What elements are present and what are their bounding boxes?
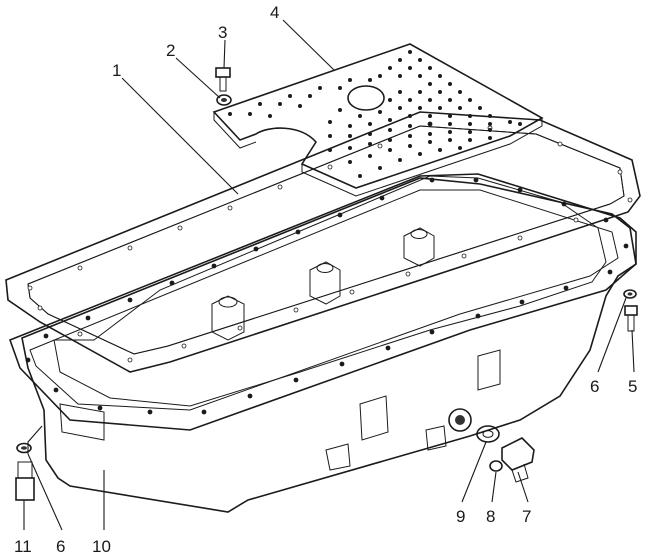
callout-7: 7 — [522, 507, 531, 526]
internal-bosses — [211, 227, 435, 341]
leader-lines — [23, 19, 635, 531]
baffle-plate — [212, 43, 544, 197]
drain-plug-7 — [501, 437, 535, 483]
washer-6-right — [623, 289, 637, 299]
callout-6-right: 6 — [590, 377, 599, 396]
drain-boss — [448, 408, 472, 432]
washer-2 — [216, 94, 232, 106]
callout-8: 8 — [486, 507, 495, 526]
bolt-11 — [15, 461, 35, 501]
callout-10: 10 — [92, 537, 111, 556]
gasket-outer — [5, 111, 641, 373]
baffle-plate-perforations — [228, 50, 522, 178]
oil-pan-body — [21, 177, 637, 513]
callout-11: 11 — [14, 537, 32, 556]
callout-1: 1 — [112, 61, 121, 80]
callout-6-left: 6 — [56, 537, 65, 556]
callout-9: 9 — [456, 507, 465, 526]
baffle-plate-body — [212, 43, 544, 189]
callout-5: 5 — [628, 377, 637, 396]
oil-pan-gasket — [5, 111, 641, 373]
bolt-3 — [215, 67, 231, 92]
washer-6-left — [16, 442, 32, 454]
washer-8 — [489, 460, 503, 472]
oil-pan-flange — [8, 173, 637, 431]
flange-bolt-holes — [25, 177, 629, 415]
callout-4: 4 — [270, 3, 279, 22]
callout-3: 3 — [218, 23, 227, 42]
gasket-inner — [27, 125, 625, 355]
baffle-plate-cutout — [347, 85, 385, 111]
gasket-holes — [27, 121, 633, 363]
callout-2: 2 — [166, 41, 175, 60]
oil-pan — [8, 173, 637, 513]
side-ribs — [59, 349, 501, 471]
callout-labels: 1 2 3 4 5 6 6 7 8 9 10 11 — [14, 3, 637, 556]
washer-9 — [476, 425, 500, 443]
bolt-5 — [624, 305, 638, 332]
oil-pan-cavity — [53, 175, 607, 407]
